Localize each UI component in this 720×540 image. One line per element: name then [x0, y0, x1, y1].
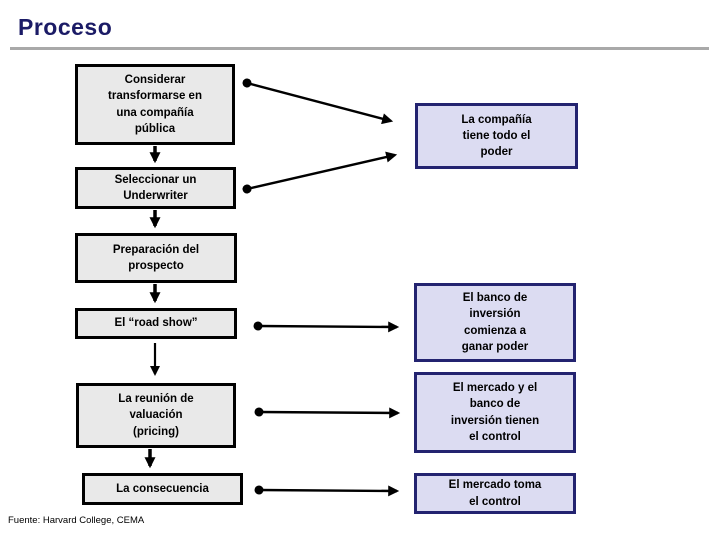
step-box-prospecto: Preparación del prospecto: [75, 233, 237, 283]
step-label: La consecuencia: [116, 482, 209, 495]
outcome-box-compania-poder: La compañía tiene todo el poder: [415, 103, 578, 169]
arrow-step1-to-outcome1: [242, 78, 394, 125]
source-note: Fuente: Harvard College, CEMA: [8, 515, 145, 526]
step-label: Seleccionar un Underwriter: [114, 173, 197, 202]
step-label: La reunión de valuación (pricing): [118, 393, 194, 438]
step-box-consecuencia: La consecuencia: [82, 473, 243, 505]
outcome-label: El mercado toma el control: [448, 479, 542, 508]
outcome-box-banco-gana-poder: El banco de inversión comienza a ganar p…: [414, 283, 576, 362]
outcome-label: La compañía tiene todo el poder: [461, 113, 532, 159]
arrow-step4-to-outcome2: [253, 321, 400, 333]
arrow-step5-to-outcome3: [254, 407, 401, 419]
step-box-valuacion: La reunión de valuación (pricing): [76, 383, 236, 448]
outcome-box-mercado-control: El mercado toma el control: [414, 473, 576, 514]
arrow-step6-to-outcome4: [254, 485, 400, 497]
outcome-label: El mercado y el banco de inversión tiene…: [450, 381, 540, 443]
step-box-underwriter: Seleccionar un Underwriter: [75, 167, 236, 209]
outcome-label: El banco de inversión comienza a ganar p…: [461, 291, 529, 353]
step-box-road-show: El “road show”: [75, 308, 237, 339]
step-label: Considerar transformarse en una compañía…: [108, 73, 202, 135]
title-rule: [10, 47, 709, 50]
step-label: Preparación del prospecto: [112, 243, 200, 272]
page-title: Proceso: [18, 14, 113, 40]
arrow-step2-to-outcome1: [242, 151, 398, 194]
step-box-considerar: Considerar transformarse en una compañía…: [75, 64, 235, 145]
outcome-box-mercado-banco-control: El mercado y el banco de inversión tiene…: [414, 372, 576, 453]
step-label: El “road show”: [114, 317, 198, 330]
